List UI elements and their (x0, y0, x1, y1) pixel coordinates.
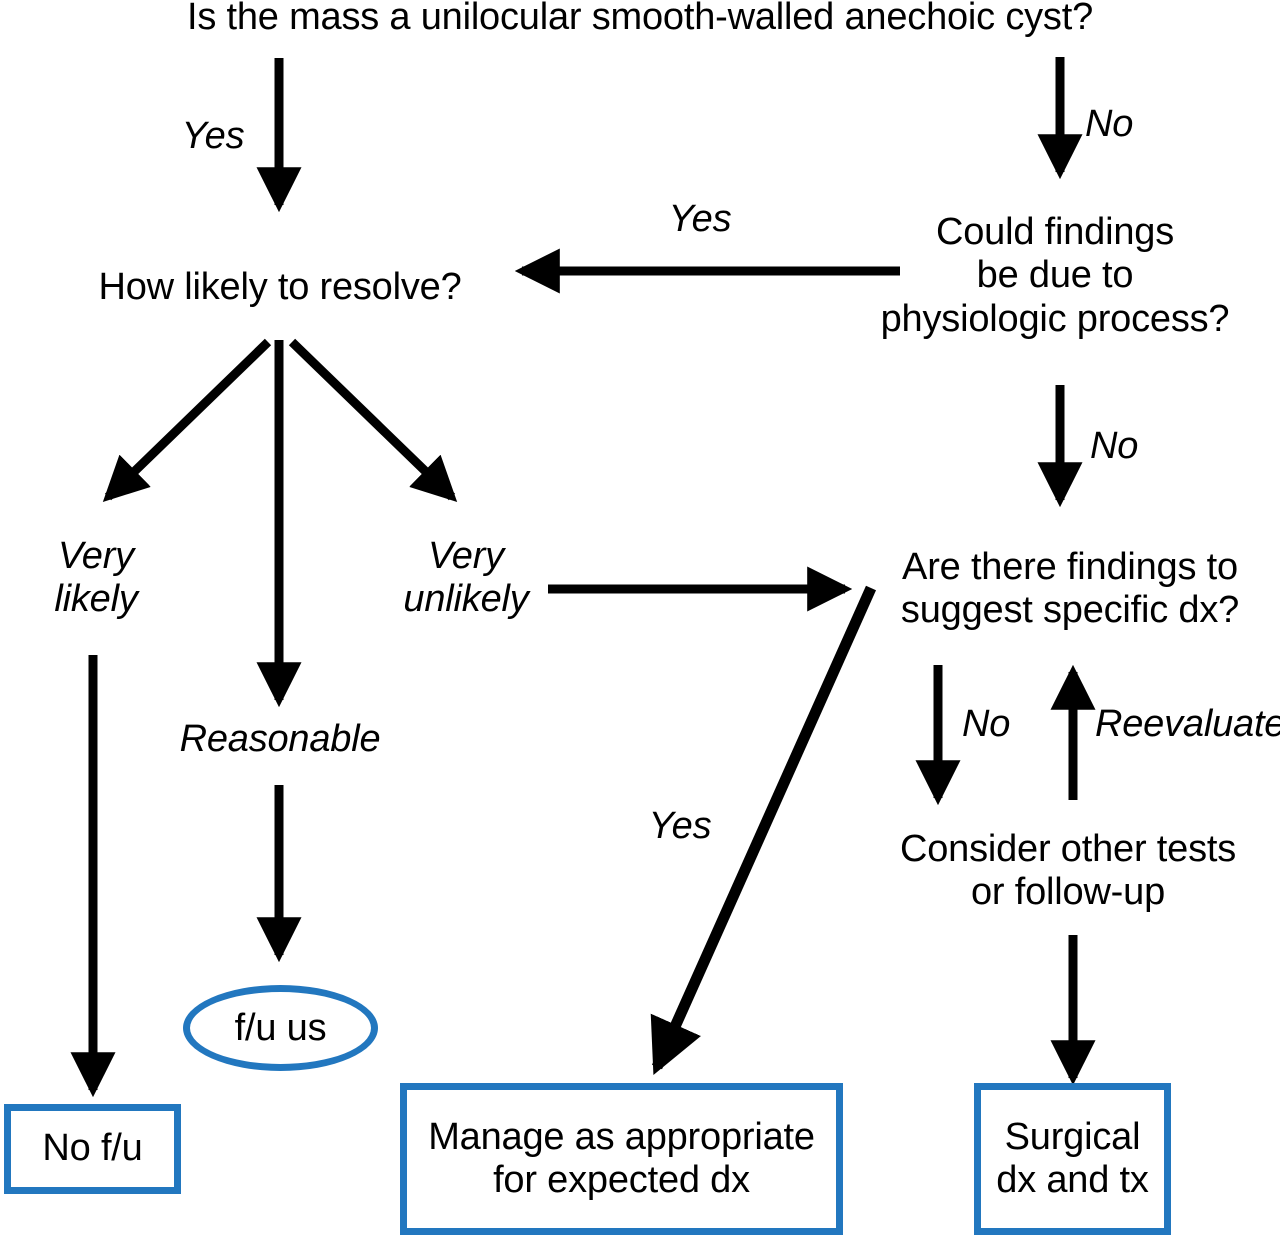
edge-very-likely (102, 338, 272, 503)
terminal-surgical-dx-and-tx[interactable]: Surgical dx and tx (974, 1083, 1171, 1235)
node-specific-dx: Are there findings to suggest specific d… (900, 546, 1240, 632)
edge-label-root-no: No (1085, 103, 1134, 145)
branch-label-very-likely: Very likely (54, 535, 138, 621)
edge-label-physiologic-yes: Yes (668, 198, 732, 240)
edge-label-physiologic-no: No (1090, 425, 1139, 467)
terminal-no-fu[interactable]: No f/u (4, 1104, 181, 1194)
edge-label-root-yes: Yes (181, 115, 245, 157)
terminal-fu-us[interactable]: f/u us (183, 985, 378, 1071)
branch-label-very-unlikely: Very unlikely (403, 535, 529, 621)
edge-label-specific-yes: Yes (648, 805, 712, 847)
node-how-likely-to-resolve: How likely to resolve? (98, 266, 462, 308)
edge-label-specific-no: No (962, 703, 1011, 745)
terminal-manage-as-appropriate[interactable]: Manage as appropriate for expected dx (400, 1083, 843, 1235)
node-consider-other-tests: Consider other tests or follow-up (899, 828, 1237, 914)
edge-very-unlikely (288, 338, 458, 503)
node-physiologic-process: Could findings be due to physiologic pro… (880, 211, 1230, 340)
node-root-question: Is the mass a unilocular smooth-walled a… (186, 0, 1094, 38)
edge-label-reevaluate: Reevaluate (1095, 703, 1280, 745)
branch-label-reasonable: Reasonable (179, 718, 381, 760)
